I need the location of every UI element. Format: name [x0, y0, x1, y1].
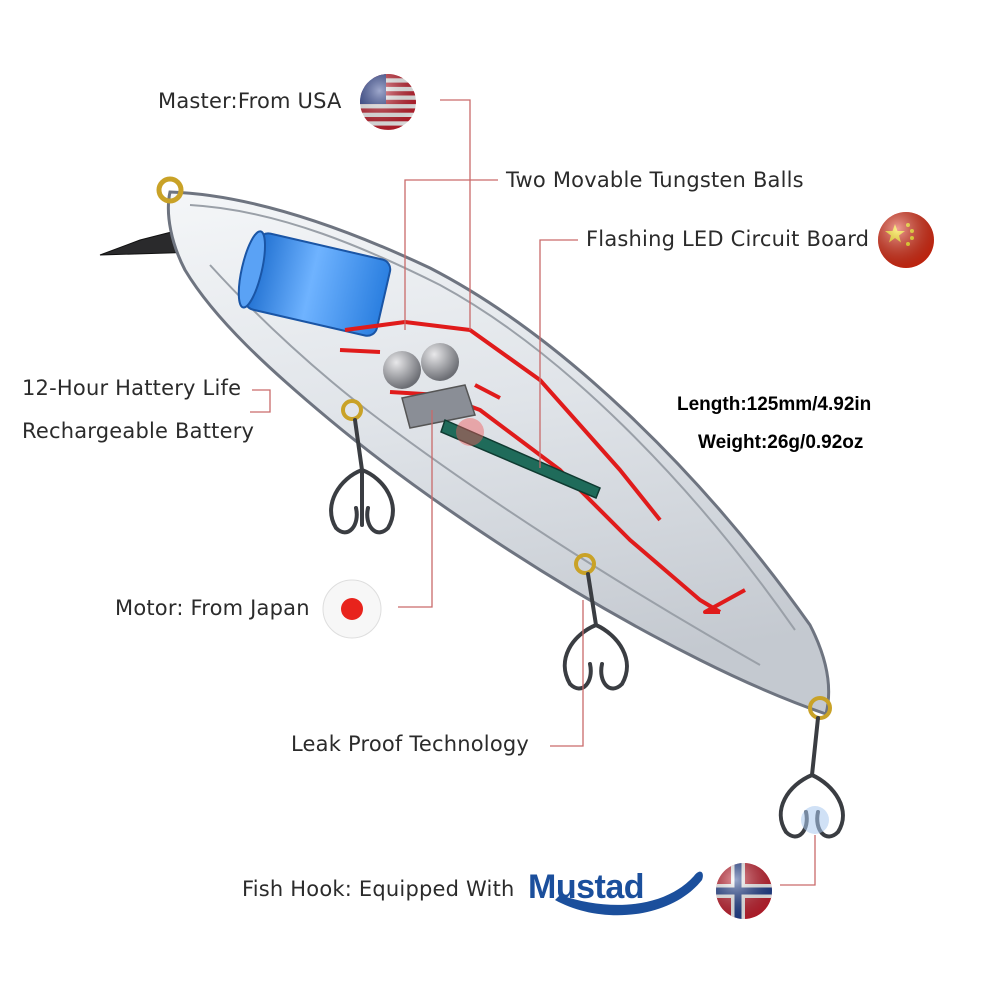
label-fish-hook: Fish Hook: Equipped With	[242, 877, 515, 901]
label-led-circuit-board: Flashing LED Circuit Board	[586, 227, 870, 251]
china-flag-icon	[878, 212, 934, 268]
line-tie-eyelet	[156, 176, 184, 204]
label-tungsten-balls: Two Movable Tungsten Balls	[506, 168, 804, 192]
motor-unit	[401, 384, 476, 429]
label-motor-japan: Motor: From Japan	[115, 596, 310, 620]
norway-flag-icon	[716, 863, 772, 919]
japan-flag-icon	[322, 579, 382, 639]
tungsten-ball-1	[383, 351, 421, 389]
label-leak-proof: Leak Proof Technology	[291, 732, 530, 756]
led-circuit-board	[440, 418, 601, 499]
label-master-usa: Master:From USA	[158, 89, 342, 113]
label-rechargeable-battery: Rechargeable Battery	[22, 419, 255, 443]
belly-eyelet-front	[341, 399, 363, 421]
treble-hook-tail	[778, 716, 845, 839]
spec-weight: Weight:26g/0.92oz	[698, 432, 864, 453]
belly-eyelet-middle	[574, 553, 596, 575]
treble-hook-middle	[562, 572, 629, 691]
treble-hook-front	[329, 418, 395, 535]
label-battery-life: 12-Hour Hattery Life	[22, 376, 242, 400]
mustad-brand-logo: Mustad	[528, 868, 645, 906]
tungsten-ball-2	[421, 343, 459, 381]
lure-shell-inner-lower	[209, 264, 761, 666]
mustad-swoosh-icon	[555, 871, 703, 916]
spec-length: Length:125mm/4.92in	[677, 394, 872, 415]
usa-flag-icon	[360, 74, 416, 130]
lure-shell-inner	[189, 204, 796, 631]
callout-lines	[250, 99, 816, 886]
battery-cell	[237, 230, 392, 337]
